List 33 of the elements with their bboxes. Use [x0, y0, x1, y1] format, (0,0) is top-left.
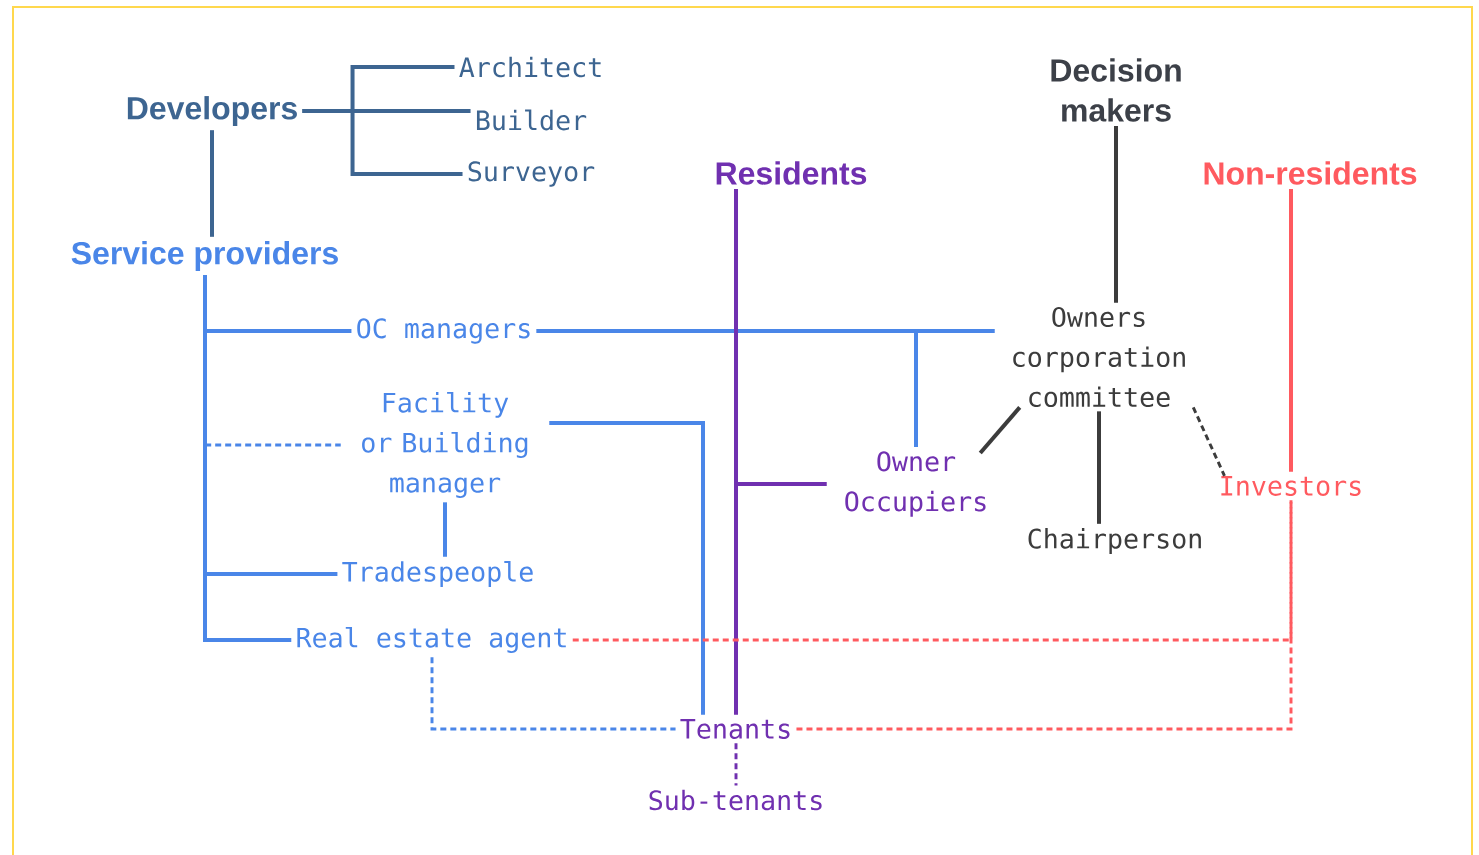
connector-line	[203, 275, 292, 642]
role-label: Facility or Building manager	[362, 391, 528, 499]
connector-line	[734, 743, 738, 786]
connector-line	[443, 502, 447, 557]
role-label: Tenants	[680, 719, 790, 739]
role-label: Owner Occupiers	[845, 451, 986, 517]
role-label: Investors	[1221, 476, 1361, 496]
role-label: Builder	[476, 109, 587, 131]
group-heading: Residents	[716, 161, 867, 185]
connector-line	[796, 500, 1293, 731]
role-label: Surveyor	[468, 161, 595, 187]
connector-line	[1191, 406, 1226, 477]
connector-line	[302, 109, 463, 176]
connector-line	[210, 130, 214, 237]
role-label: Sub-tenants	[649, 789, 822, 811]
connector-line	[430, 657, 676, 731]
role-label: Chairperson	[1028, 528, 1201, 554]
connector-line	[978, 406, 1022, 455]
role-label: Real estate agent	[297, 626, 566, 654]
group-heading: Non-residents	[1204, 161, 1417, 185]
connector-line	[549, 421, 705, 715]
role-label: Tradespeople	[342, 561, 533, 587]
group-heading: Service providers	[71, 241, 338, 271]
group-heading: Decision makers	[1051, 58, 1181, 122]
connector-line	[1114, 126, 1118, 303]
group-heading: Developers	[127, 96, 297, 126]
connector-line	[1097, 411, 1101, 524]
role-label: Owners corporation committee	[1013, 306, 1185, 408]
connector-line	[1289, 189, 1293, 472]
connector-line	[536, 329, 918, 448]
role-label: Architect	[459, 56, 601, 78]
role-label: OC managers	[357, 318, 530, 344]
connector-line	[734, 189, 827, 486]
